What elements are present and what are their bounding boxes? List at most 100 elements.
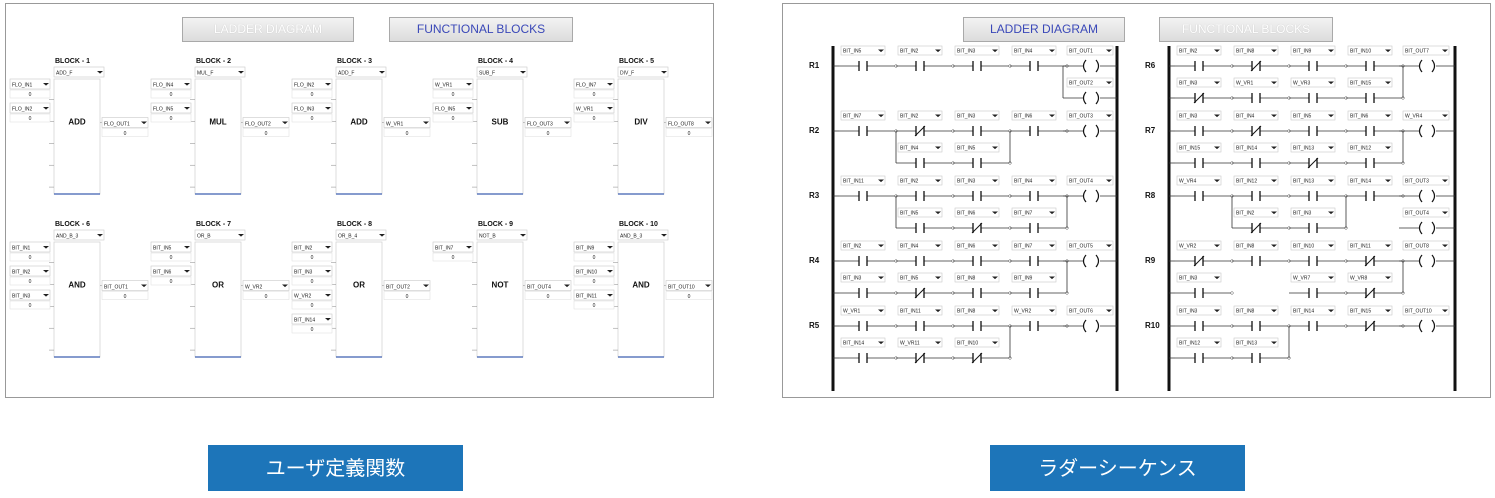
input-select-box[interactable]	[432, 102, 474, 114]
block-type-select[interactable]: SUB_F	[476, 66, 528, 78]
output-coil[interactable]: BIT_OUT10	[1399, 305, 1455, 333]
contact-select-box[interactable]	[1347, 77, 1393, 88]
block-type-select-box[interactable]	[476, 66, 528, 78]
contact-select-box[interactable]	[954, 337, 1000, 348]
contact-select[interactable]: BIT_IN11	[1347, 240, 1393, 251]
contact[interactable]: BIT_IN2	[896, 110, 955, 137]
input-select-box[interactable]	[150, 265, 192, 277]
contact-select[interactable]: BIT_IN3	[1290, 207, 1336, 218]
contact-select[interactable]: BIT_IN2	[840, 240, 886, 251]
contact[interactable]: BIT_IN3	[953, 45, 1012, 71]
contact[interactable]: BIT_IN9	[1010, 272, 1069, 298]
output-select[interactable]: FLO_OUT3	[524, 117, 572, 128]
contact[interactable]: W_VR8	[1346, 272, 1405, 299]
contact[interactable]: BIT_IN11	[839, 175, 898, 201]
input-select[interactable]: FLO_IN5	[432, 102, 474, 114]
output-select[interactable]: BIT_OUT10	[665, 280, 713, 291]
contact-select[interactable]: BIT_IN14	[840, 337, 886, 348]
coil-select-box[interactable]	[1402, 175, 1450, 186]
contact-select-box[interactable]	[1233, 240, 1279, 251]
block-body[interactable]	[476, 78, 524, 195]
tab-ladder-diagram[interactable]: LADDER DIAGRAM	[963, 17, 1125, 42]
contact-select[interactable]: BIT_IN8	[1233, 240, 1279, 251]
block-body[interactable]	[194, 78, 242, 195]
contact[interactable]: BIT_IN3	[1289, 207, 1348, 233]
contact[interactable]: BIT_IN3	[1175, 305, 1234, 331]
input-value-box[interactable]	[9, 252, 51, 262]
input-select-box[interactable]	[573, 265, 615, 277]
output-select-box[interactable]	[665, 280, 713, 291]
block-type-select-box[interactable]	[194, 229, 246, 241]
contact[interactable]: BIT_IN2	[896, 45, 955, 71]
block-type-select[interactable]: MUL_F	[194, 66, 246, 78]
contact[interactable]: W_VR1	[1232, 77, 1291, 103]
contact[interactable]: BIT_IN4	[1010, 45, 1069, 71]
contact-select[interactable]: BIT_IN3	[1176, 77, 1222, 88]
input-select[interactable]: BIT_IN2	[9, 265, 51, 277]
coil-select-box[interactable]	[1066, 110, 1114, 121]
contact-select[interactable]: BIT_IN8	[1233, 45, 1279, 56]
contact-select-box[interactable]	[1011, 305, 1057, 316]
input-value-box[interactable]	[291, 300, 333, 310]
contact-select[interactable]: BIT_IN2	[897, 45, 943, 56]
contact[interactable]: BIT_IN15	[1346, 77, 1405, 103]
contact-select-box[interactable]	[1233, 110, 1279, 121]
contact-select[interactable]: BIT_IN10	[954, 337, 1000, 348]
contact-select[interactable]: BIT_IN6	[1347, 110, 1393, 121]
contact-select[interactable]: BIT_IN2	[1176, 45, 1222, 56]
input-select[interactable]: BIT_IN3	[9, 289, 51, 301]
input-select[interactable]: FLO_IN7	[573, 78, 615, 90]
contact-select[interactable]: BIT_IN5	[1290, 110, 1336, 121]
coil-select-box[interactable]	[1402, 240, 1450, 251]
contact-select-box[interactable]	[1233, 142, 1279, 153]
contact[interactable]: BIT_IN5	[896, 207, 955, 233]
contact-select-box[interactable]	[1176, 110, 1222, 121]
contact-select-box[interactable]	[1011, 45, 1057, 56]
contact[interactable]: BIT_IN13	[1289, 142, 1348, 169]
contact-select[interactable]: BIT_IN3	[954, 110, 1000, 121]
contact-select[interactable]: W_VR2	[1176, 240, 1222, 251]
input-value-box[interactable]	[432, 113, 474, 123]
coil-select[interactable]: BIT_OUT4	[1066, 175, 1114, 186]
contact-select[interactable]: BIT_IN5	[954, 142, 1000, 153]
contact[interactable]: W_VR2	[1175, 240, 1234, 267]
contact-select[interactable]: BIT_IN7	[1011, 207, 1057, 218]
contact-select-box[interactable]	[1011, 272, 1057, 283]
contact-select[interactable]: BIT_IN8	[954, 272, 1000, 283]
input-select[interactable]: FLO_IN2	[291, 78, 333, 90]
contact-select[interactable]: BIT_IN3	[954, 45, 1000, 56]
output-value-box[interactable]	[242, 128, 290, 137]
block-type-select[interactable]: ADD_F	[335, 66, 387, 78]
contact-select-box[interactable]	[1290, 207, 1336, 218]
contact[interactable]: BIT_IN6	[953, 207, 1012, 234]
contact-select[interactable]: BIT_IN4	[1011, 45, 1057, 56]
input-value-box[interactable]	[291, 324, 333, 334]
input-select-box[interactable]	[573, 102, 615, 114]
contact-select[interactable]: BIT_IN6	[954, 240, 1000, 251]
contact[interactable]: BIT_IN15	[1346, 305, 1405, 332]
block-body[interactable]	[617, 241, 665, 358]
contact[interactable]: BIT_IN3	[953, 110, 1012, 136]
contact-select-box[interactable]	[1347, 45, 1393, 56]
contact-select[interactable]: BIT_IN3	[1176, 110, 1222, 121]
contact-select-box[interactable]	[1290, 142, 1336, 153]
function-block[interactable]: BLOCK - 2MUL_FMULFLO_IN40FLO_IN50FLO_OUT…	[150, 58, 290, 195]
input-select-box[interactable]	[9, 289, 51, 301]
input-select[interactable]: BIT_IN2	[291, 241, 333, 253]
contact[interactable]: BIT_IN3	[1175, 110, 1234, 136]
output-coil[interactable]: W_VR4	[1399, 110, 1455, 138]
function-block[interactable]: BLOCK - 8OR_B_4ORBIT_IN20BIT_IN30W_VR20B…	[291, 221, 431, 358]
contact-select-box[interactable]	[840, 240, 886, 251]
contact-select[interactable]: BIT_IN2	[897, 110, 943, 121]
input-value-box[interactable]	[150, 252, 192, 262]
tab-ladder-diagram[interactable]: LADDER DIAGRAM	[182, 17, 354, 42]
contact-select-box[interactable]	[954, 305, 1000, 316]
input-value-box[interactable]	[291, 276, 333, 286]
coil-select-box[interactable]	[1402, 305, 1450, 316]
contact-select[interactable]: BIT_IN4	[897, 142, 943, 153]
block-type-select[interactable]: OR_B_4	[335, 229, 387, 241]
input-value-box[interactable]	[9, 300, 51, 310]
block-body[interactable]	[335, 78, 383, 195]
